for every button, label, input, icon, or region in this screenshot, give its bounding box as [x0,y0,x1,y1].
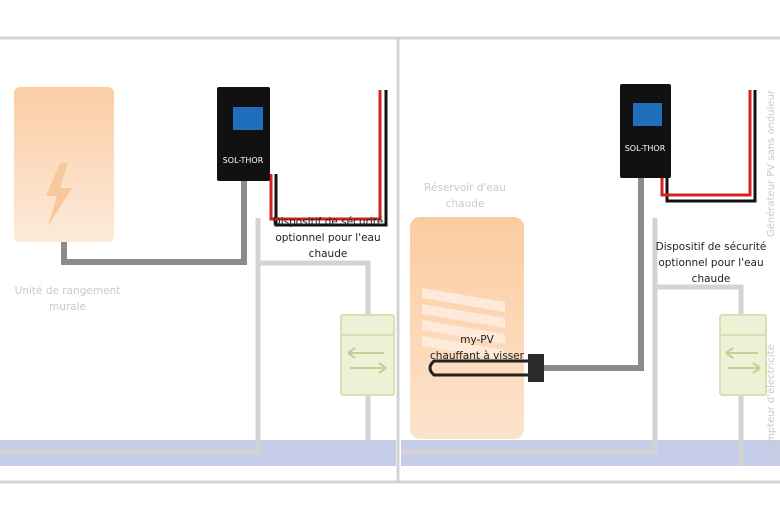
heater-label: my-PV chauffant à visser [430,334,524,362]
red-cable-right [660,90,752,197]
pipe-right-outer [401,218,658,455]
lightning-bolt-icon [46,163,72,226]
black-cable-right [665,90,757,203]
electricity-meter-label: Compteur d'électricité [766,344,777,456]
pv-generator-label: Générateur PV sans onduleur [766,90,777,237]
red-cable-left [269,90,382,221]
gray-cable-right [544,176,644,371]
controller-label-right: SOL-THOR [625,144,666,153]
controller-label-left: SOL-THOR [223,156,264,165]
electricity-meter-left [340,314,395,396]
storage-unit-label: Unité de rangement murale [14,285,121,313]
pipe-left-outer [0,218,261,455]
sol-thor-controller-left [217,87,270,181]
pipe-right-inner [655,284,744,466]
screw-in-heater-element [428,359,532,377]
safety-device-label-right: Dispositif de sécurité optionnel pour l'… [655,241,767,285]
gray-cable-left [61,181,247,265]
hot-water-tank-label: Réservoir d'eau chaude [424,182,506,210]
heater-head [528,354,544,382]
controller-screen-left [233,107,263,130]
safety-device-label-left: Dispositif de sécurité optionnel pour l'… [272,216,384,260]
arrows-icon [347,347,387,374]
sol-thor-controller-right [620,84,671,178]
controller-screen-right [633,103,662,126]
heat-coil-icon [422,288,505,360]
black-cable-left [274,90,388,227]
electricity-meter-right [719,314,767,396]
arrows-icon [725,347,761,374]
